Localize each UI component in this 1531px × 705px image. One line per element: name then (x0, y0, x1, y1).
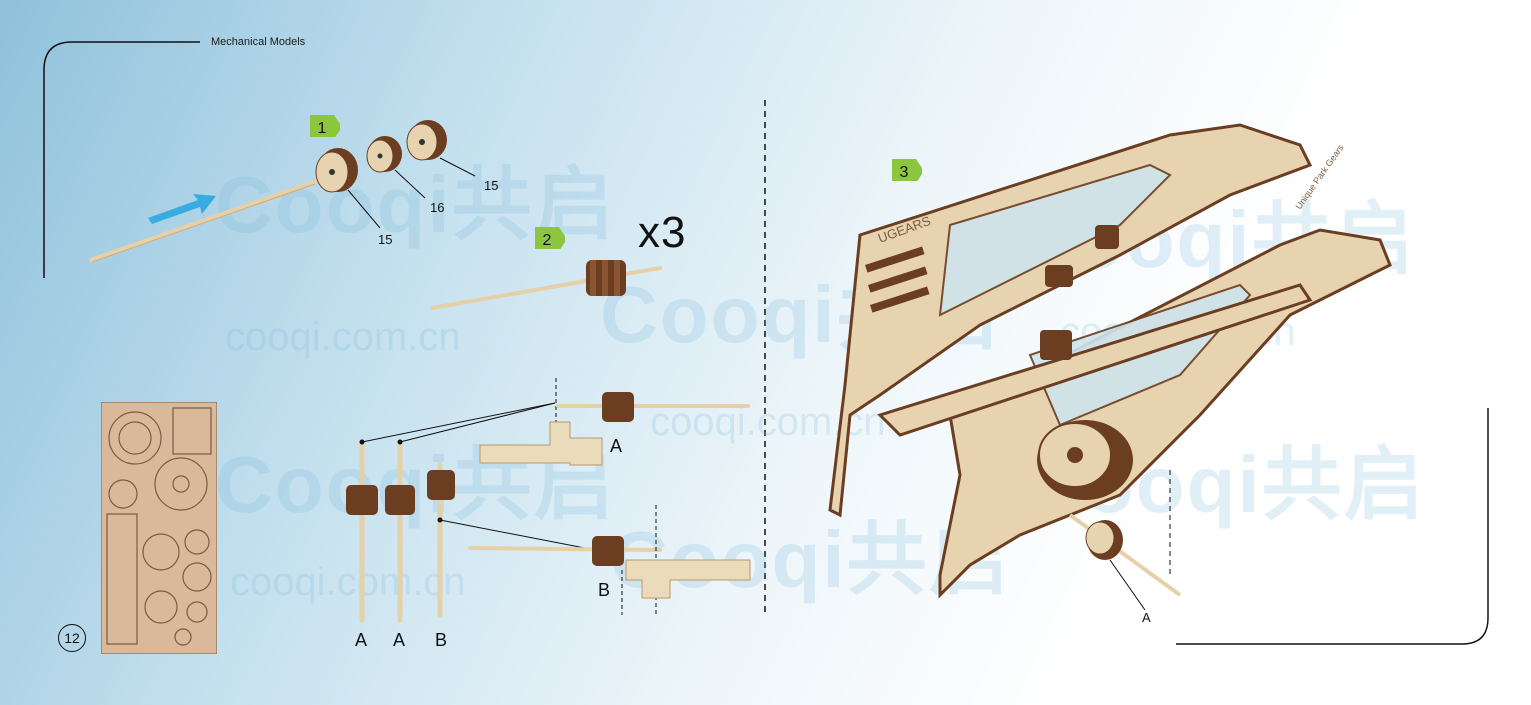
assembly-label-b: B (598, 580, 611, 600)
step2-illustration (430, 260, 662, 310)
assembly-label-a: A (610, 436, 623, 456)
step-badge-3: 3 (892, 159, 922, 181)
step3-label-a: A (1142, 610, 1151, 625)
step-badge-2: 2 (535, 227, 565, 249)
step-number: 3 (900, 164, 909, 181)
disc-15-a (315, 148, 358, 193)
quantity-multiplier: x3 (638, 208, 687, 257)
stick-assembly-diagram (346, 378, 751, 623)
step-badge-1: 1 (310, 115, 340, 137)
parts-sheet-image (101, 402, 217, 654)
part-number-15-b: 15 (484, 178, 499, 193)
stick-label-b: B (435, 630, 448, 650)
stick-label-a-1: A (355, 630, 368, 650)
step3-frame-illustration: UGEARS Unique Park Gears (828, 123, 1392, 611)
disc-16 (366, 136, 402, 173)
page-number: 12 (58, 624, 86, 652)
watermark-url: cooqi.com.cn (230, 560, 466, 604)
step-number: 2 (543, 232, 552, 249)
part-number-16: 16 (430, 200, 445, 215)
step1-illustration (89, 120, 476, 263)
stick-label-a-2: A (393, 630, 406, 650)
part-number-15-a: 15 (378, 232, 393, 247)
watermark-url: cooqi.com.cn (225, 315, 461, 359)
disc-15-b (406, 120, 447, 161)
spool-assembly (586, 260, 626, 296)
insert-arrow-icon (148, 194, 216, 224)
header-title: Mechanical Models (211, 36, 306, 48)
step-number: 1 (318, 120, 327, 137)
